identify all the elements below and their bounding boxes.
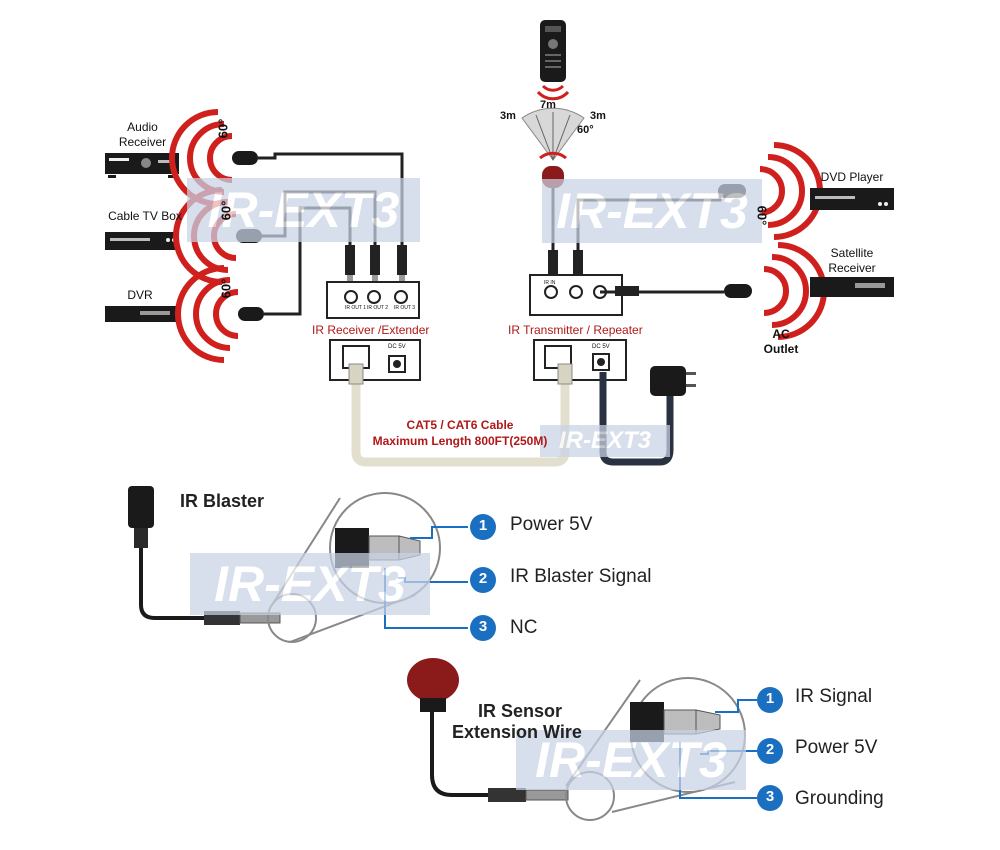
dvr-icon [105,306,179,322]
blaster-pin-2-label: IR Blaster Signal [510,566,652,587]
cable-tv-box-icon [105,232,179,250]
sensor-pin-1-label: IR Signal [795,686,873,707]
watermark-2: IR-EXT3 [542,179,762,243]
label-satellite-receiver: Satellite Receiver [828,246,876,275]
port-ir-out-2: IR OUT 2 [367,305,389,311]
sensor-pin-2-label: Power 5V [795,737,878,758]
port-dc-receiver: DC 5V [388,344,406,350]
port-ir-out-3: IR OUT 3 [394,305,416,311]
ir-blaster-title: IR Blaster [180,491,265,511]
blaster-rays-1-icon [172,112,258,204]
range-left: 3m [500,110,516,122]
angle-label-2: 60° [218,200,234,221]
blaster-pin-3-label: NC [510,617,538,638]
angle-label-1: 60° [215,118,231,139]
blaster-pin-1-label: Power 5V [510,514,593,535]
watermark-4: IR-EXT3 [190,553,430,615]
watermark-5: IR-EXT3 [516,730,746,790]
label-audio-receiver: Audio Receiver [118,120,167,149]
port-dc-transmitter: DC 5V [592,344,610,350]
angle-label-4: 60° [754,205,770,226]
label-cable-tv-box: Cable TV Box [108,209,182,223]
ir-sensor-title-line1: IR Sensor [478,701,563,721]
watermark-1: IR-EXT3 [187,178,420,242]
label-dvd-player: DVD Player [820,170,884,184]
sensor-pin-3-num: 3 [765,788,775,805]
label-ir-transmitter: IR Transmitter / Repeater [508,323,643,337]
ir-sensor-title-line2: Extension Wire [452,722,582,742]
dvd-player-icon [810,188,894,210]
ir-transmitter-unit [529,274,627,381]
pin-circles [470,514,783,811]
port-ir-in: IR IN [544,280,556,286]
blaster-pin-3-num: 3 [478,618,488,635]
range-angle: 60° [577,124,594,136]
label-ir-receiver: IR Receiver /Extender [312,323,430,337]
cable-label-line1: CAT5 / CAT6 Cable [406,418,514,432]
sensor-pin-1-num: 1 [765,690,775,707]
watermark-3: IR-EXT3 [540,425,670,457]
label-dvr: DVR [127,288,153,302]
receive-cone-icon [521,107,585,161]
range-center: 7m [540,99,556,111]
range-right: 3m [590,110,606,122]
blaster-rays-5-icon [600,245,824,337]
ir-receiver-unit [326,281,421,381]
sensor-pin-3-label: Grounding [795,788,884,809]
blaster-rays-3-icon [178,268,264,360]
remote-control-icon [536,20,570,101]
blaster-pin-1-num: 1 [478,517,488,534]
cable-label-line2: Maximum Length 800FT(250M) [372,434,548,448]
angle-label-3: 60° [218,278,234,299]
audio-receiver-icon [105,153,179,178]
receiver-plugs [345,245,407,283]
sensor-pin-2-num: 2 [765,741,775,758]
satellite-receiver-icon [810,277,894,297]
blaster-pin-2-num: 2 [478,570,488,587]
label-ac-outlet: AC Outlet [763,327,799,356]
port-ir-out-1: IR OUT 1 [345,305,367,311]
